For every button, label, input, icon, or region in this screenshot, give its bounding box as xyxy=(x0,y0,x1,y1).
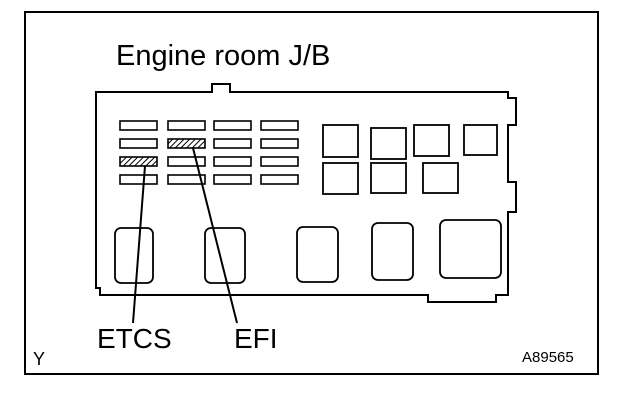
large-relay-row xyxy=(114,219,502,284)
large-relay-2 xyxy=(204,227,246,284)
large-relay-3 xyxy=(296,226,339,283)
junction-block-outline xyxy=(95,83,517,303)
fuse-r1c3 xyxy=(213,120,252,131)
relay-u4 xyxy=(463,124,498,156)
fuse-r2c1 xyxy=(119,138,158,149)
etcs-label: ETCS xyxy=(97,323,172,354)
relay-l3 xyxy=(422,162,459,194)
efi-leader-line xyxy=(192,147,238,324)
fuse-r4c1 xyxy=(119,174,158,185)
diagram-title: Engine room J/B xyxy=(116,40,331,72)
relay-l1 xyxy=(322,162,359,195)
figure-id: A89565 xyxy=(522,349,574,366)
fuse-r3c2 xyxy=(167,156,206,167)
relay-u3 xyxy=(413,124,450,157)
fuse-r1c2 xyxy=(167,120,206,131)
fuse-r4c2 xyxy=(167,174,206,185)
relay-u1 xyxy=(322,124,359,158)
fuse-r1c4 xyxy=(260,120,299,131)
large-relay-4 xyxy=(371,222,414,281)
fuse-etcs xyxy=(119,156,158,167)
large-relay-1 xyxy=(114,227,154,284)
fuse-r4c3 xyxy=(213,174,252,185)
fuse-grid xyxy=(119,120,299,185)
fuse-r4c4 xyxy=(260,174,299,185)
outer-frame xyxy=(24,11,599,375)
fuse-efi xyxy=(167,138,206,149)
relay-l2 xyxy=(370,162,407,194)
fuse-r3c4 xyxy=(260,156,299,167)
fuse-r3c3 xyxy=(213,156,252,167)
fuse-r1c1 xyxy=(119,120,158,131)
efi-label: EFI xyxy=(234,323,278,354)
etcs-leader-line xyxy=(132,165,146,324)
large-relay-5 xyxy=(439,219,502,279)
fuse-r2c4 xyxy=(260,138,299,149)
relay-u2 xyxy=(370,127,407,160)
fuse-r2c3 xyxy=(213,138,252,149)
relay-upper-row xyxy=(322,124,498,160)
corner-code: Y xyxy=(33,349,46,369)
relay-lower-row xyxy=(322,162,459,195)
